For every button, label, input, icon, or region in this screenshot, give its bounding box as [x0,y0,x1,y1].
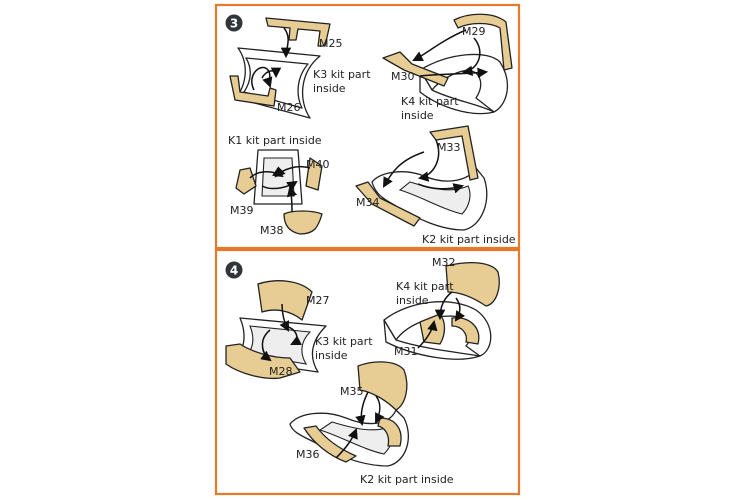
k4-assembly-step-3 [382,13,513,115]
label-k3-line2-step-3: inside [313,82,346,95]
part-m39 [235,167,257,195]
label-k4-line1-step-4: K4 kit part [396,280,454,293]
label-m35-step-4: M35 [340,385,364,398]
step-4-frame [214,248,521,496]
label-m28-step-4: M28 [269,365,293,378]
k4-assembly-step-4 [383,261,500,360]
label-m34-step-3: M34 [356,196,380,209]
k2-assembly-step-3 [355,125,488,231]
label-m31-step-4: M31 [394,345,418,358]
label-m25-step-3: M25 [319,37,343,50]
step-3-number: 3 [230,17,238,31]
label-m26-step-3: M26 [277,101,301,114]
step-3-badge [225,14,243,32]
part-m36 [303,425,357,463]
part-m25 [265,17,331,47]
label-k4-line1-step-3: K4 kit part [401,95,459,108]
part-m26 [229,75,277,107]
label-k3-line1-step-3: K3 kit part [313,68,371,81]
part-m40 [305,157,323,191]
step-3-frame [214,3,521,250]
label-k2-step-3: K2 kit part inside [422,233,516,246]
step-4-badge [225,261,243,279]
label-k3-line1-step-4: K3 kit part [315,335,373,348]
label-k2-step-4: K2 kit part inside [360,473,454,486]
label-k4-line2-step-3: inside [401,109,434,122]
kit-part-k4-floor [419,69,495,115]
part-m31-right [451,317,480,345]
part-m27 [257,280,313,321]
part-m30 [382,51,449,87]
k2-assembly-step-4 [289,361,409,467]
label-m30-step-3: M30 [391,70,415,83]
k3-assembly-step-3 [229,17,331,119]
part-m29 [453,13,513,71]
label-m32-step-4: M32 [432,256,456,269]
part-m35 [357,361,408,411]
k3-assembly-step-4 [225,280,327,380]
label-k3-line2-step-4: inside [315,349,348,362]
label-k4-line2-step-4: inside [396,294,429,307]
part-m38 [283,210,323,235]
kit-part-k4-floor [383,319,481,360]
label-m40-step-3: M40 [306,158,330,171]
kit-part-k1-inner [261,157,295,197]
k1-assembly-step-3 [235,149,323,235]
label-m38-step-3: M38 [260,224,284,237]
label-m33-step-3: M33 [437,141,461,154]
label-m27-step-4: M27 [306,294,330,307]
part-m34 [355,181,421,227]
step-3-panel: 3 M25 M26 K3 kit part inside M29 M30 K4 … [214,3,521,250]
step-4-panel: 4 M27 K3 kit part inside M28 M32 K4 kit [214,248,521,496]
label-m36-step-4: M36 [296,448,320,461]
part-m32 [445,261,500,307]
label-m29-step-3: M29 [462,25,486,38]
label-k1-step-3: K1 kit part inside [228,134,322,147]
label-m39-step-3: M39 [230,204,254,217]
part-m36-right [377,417,402,447]
step-4-number: 4 [230,264,238,278]
